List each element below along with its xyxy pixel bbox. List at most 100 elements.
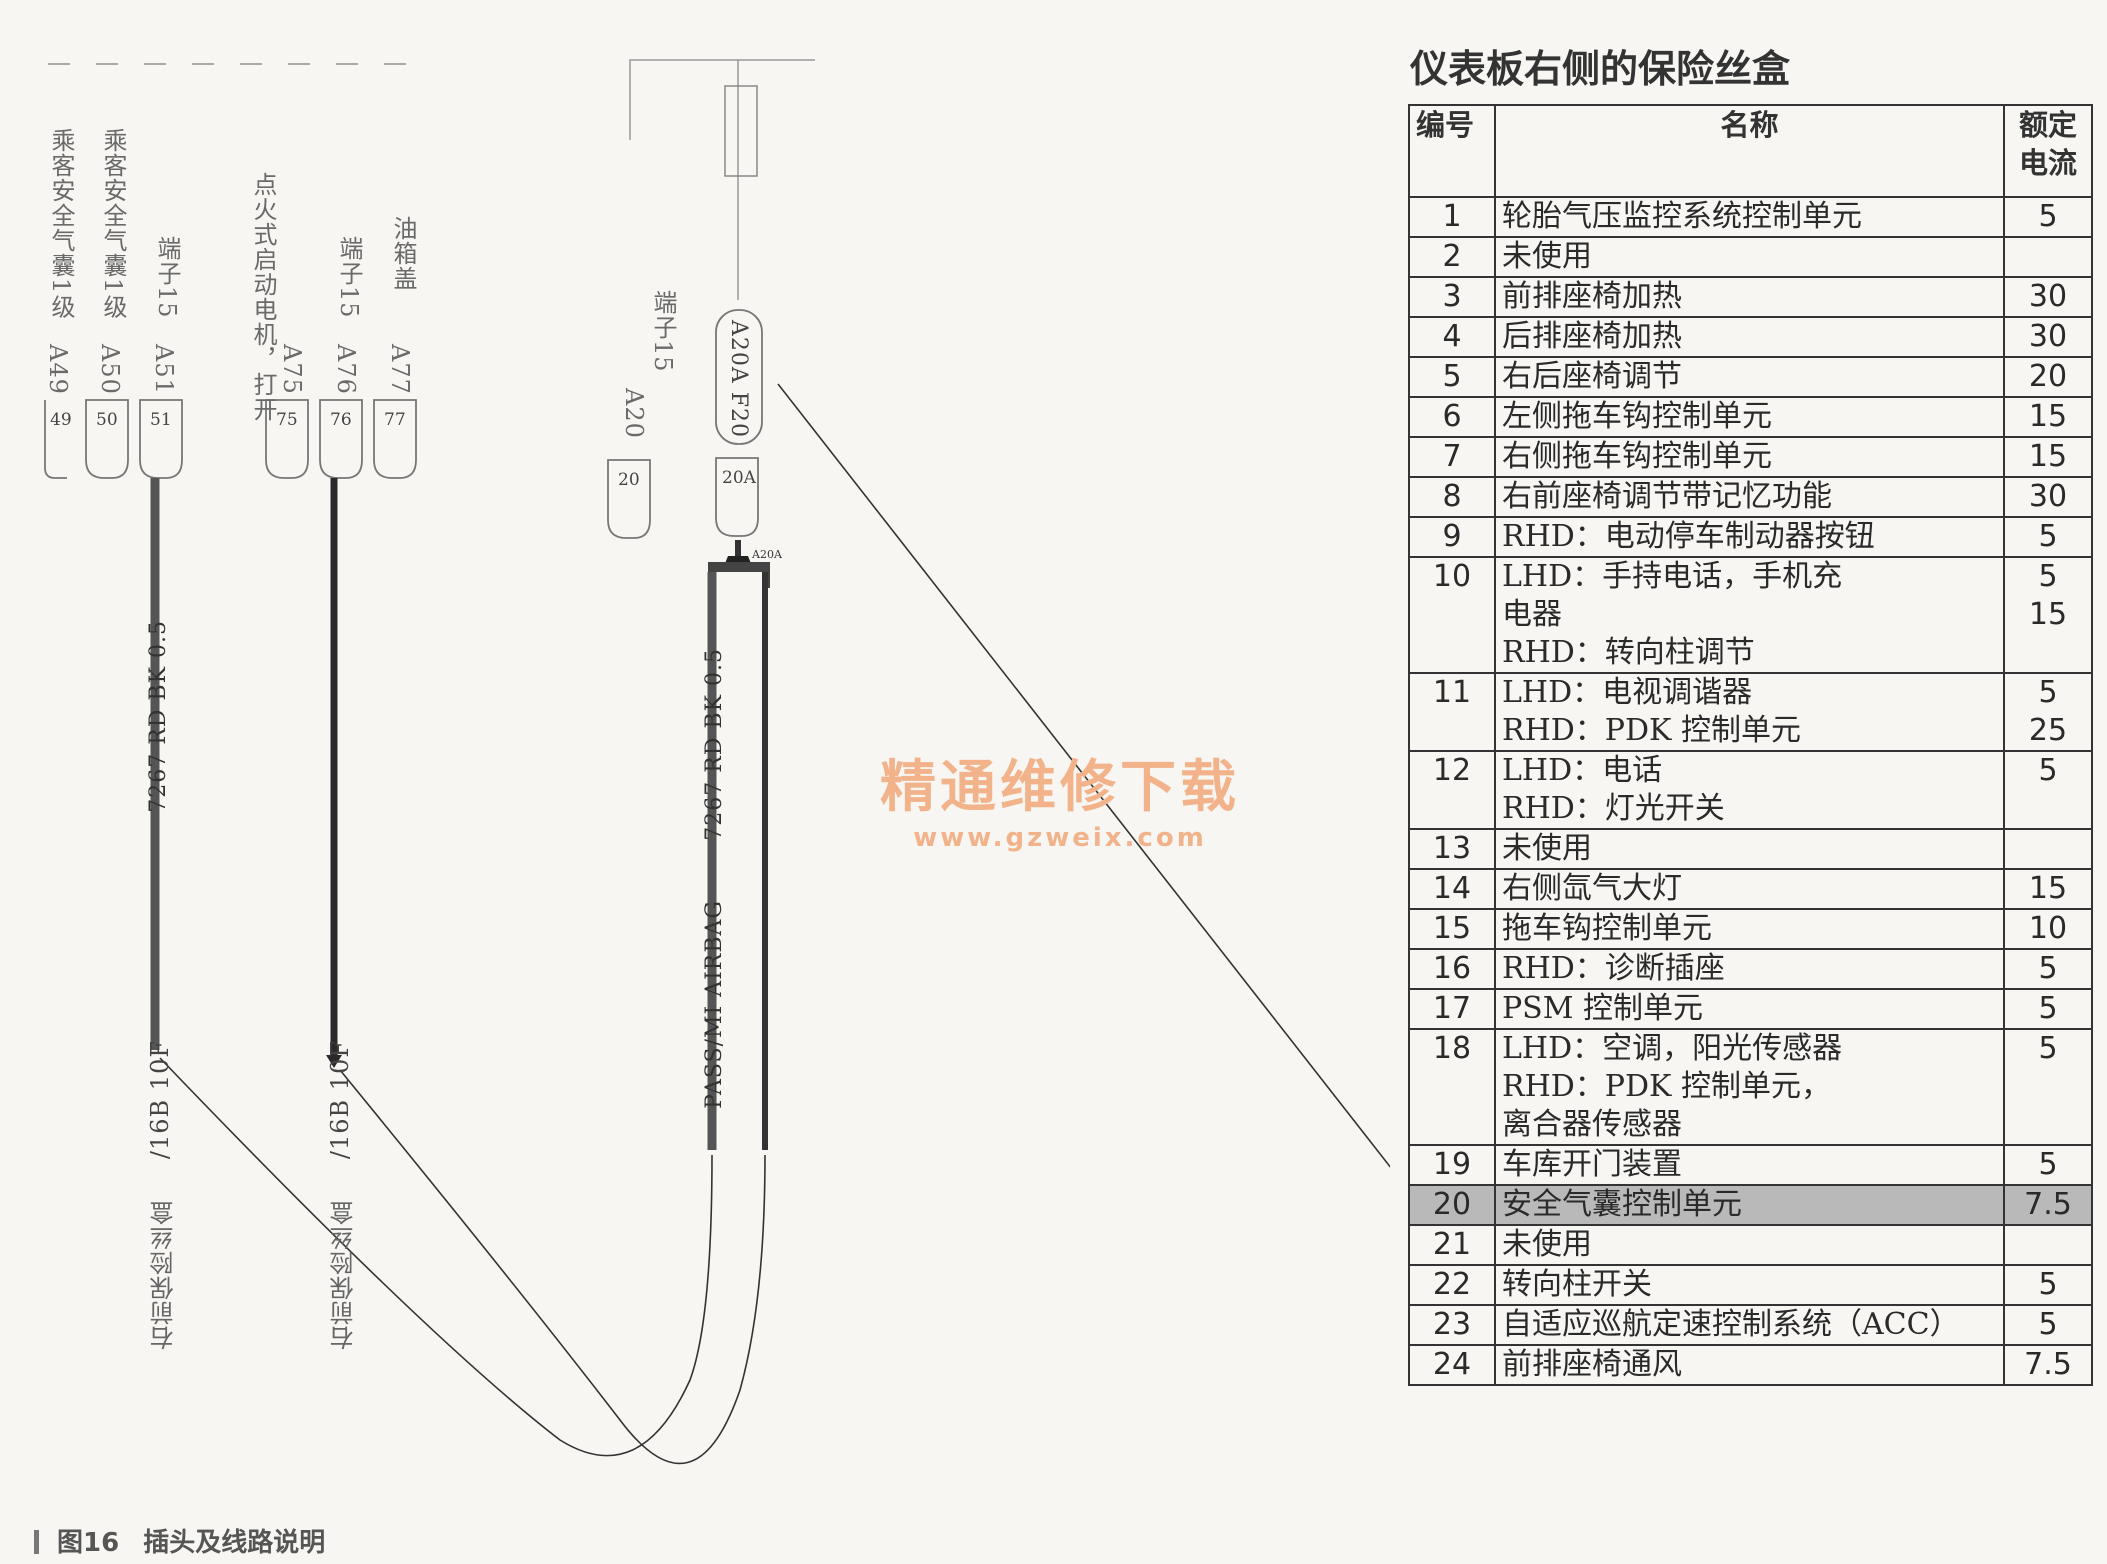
- fuse-current: 10: [2003, 908, 2093, 950]
- fuse-name-line: LHD：电话: [1502, 753, 1663, 788]
- label-a50-code: A50: [96, 344, 124, 395]
- fuse-name-line: 转向柱开关: [1502, 1267, 1652, 1302]
- fuse-name: 自适应巡航定速控制系统（ACC）: [1494, 1304, 2005, 1346]
- fuse-name-line: PSM 控制单元: [1502, 991, 1703, 1026]
- fuse-current: 5: [2003, 1144, 2093, 1186]
- fuse-number: 18: [1408, 1028, 1496, 1146]
- pin-socket-a20: [607, 459, 651, 539]
- fuse-name: 后排座椅加热: [1494, 316, 2005, 358]
- fuse-number: 22: [1408, 1264, 1496, 1306]
- callout-line: [777, 383, 1390, 1168]
- wire-a76-arrow: [326, 1055, 342, 1068]
- fuse-current: 5: [2003, 1028, 2093, 1146]
- fuse-symbol: [724, 85, 758, 177]
- fuse-name-line: 前排座椅加热: [1502, 279, 1682, 314]
- fuse-number: 16: [1408, 948, 1496, 990]
- fuse-terminal-label: 端子15: [649, 290, 677, 373]
- fuse-name: 左侧拖车钩控制单元: [1494, 396, 2005, 438]
- label-a51-desc: 端子15: [153, 236, 181, 319]
- pin-socket-77: [373, 399, 417, 479]
- connector-label-2: /16B 10F: [326, 1040, 354, 1160]
- fuse-f20-label: A20A F20: [726, 320, 751, 439]
- fuse-name-line: 轮胎气压监控系统控制单元: [1502, 199, 1862, 234]
- fuse-name-line: 自适应巡航定速控制系统（ACC）: [1502, 1307, 1960, 1342]
- fuse-name-line: 安全气囊控制单元: [1502, 1187, 1742, 1222]
- fuse-name-line: 前排座椅通风: [1502, 1347, 1682, 1382]
- table-header-row: 编号 名称 额定 电流: [1408, 104, 2093, 198]
- fuse-name: 未使用: [1494, 1224, 2005, 1266]
- pin-socket-51: [139, 399, 183, 479]
- wire-a51-label: 7267 RD BK 0.5: [146, 620, 171, 813]
- fuse-name-line: 右后座椅调节: [1502, 359, 1682, 394]
- fuse-current-line: 7.5: [2024, 1347, 2072, 1382]
- fuse-current-line: 5: [2038, 199, 2058, 234]
- fuse-number: 2: [1408, 236, 1496, 278]
- fuse-name-line: 未使用: [1502, 831, 1592, 866]
- fuse-name-line: 右前座椅调节带记忆功能: [1502, 479, 1832, 514]
- box-label-2: 右前保险丝盒: [330, 1200, 358, 1350]
- label-a76-code: A76: [332, 344, 360, 395]
- fuse-current-line: 5: [2038, 1031, 2058, 1066]
- fuse-name-line: LHD：手持电话，手机充: [1502, 559, 1843, 594]
- fuse-name: 右侧氙气大灯: [1494, 868, 2005, 910]
- fuse-current: 5: [2003, 988, 2093, 1030]
- fuse-number: 20: [1408, 1184, 1496, 1226]
- fuse-name-line: 电器: [1502, 597, 1562, 632]
- fuse-name-line: 后排座椅加热: [1502, 319, 1682, 354]
- fuse-name: 右侧拖车钩控制单元: [1494, 436, 2005, 478]
- caption-number: 图16: [57, 1528, 120, 1558]
- header-current-line1: 额定: [2018, 108, 2077, 142]
- fuse-current-line: 15: [2028, 871, 2068, 906]
- fuse-number: 19: [1408, 1144, 1496, 1186]
- fuse-current: [2003, 1224, 2093, 1266]
- fuse-current-line: 5: [2038, 951, 2058, 986]
- frame-line: [629, 59, 815, 140]
- label-a77-code: A77: [386, 344, 414, 395]
- fuse-current-line: 5: [2038, 991, 2058, 1026]
- box-label-1: 右前保险丝盒: [150, 1200, 178, 1350]
- fuse-name-line: 左侧拖车钩控制单元: [1502, 399, 1772, 434]
- fuse-number: 11: [1408, 672, 1496, 752]
- label-a49-desc: 乘客安全气囊1级: [47, 128, 75, 320]
- wire-airbag-name-label: PASS/MI AIRBAG: [702, 900, 727, 1109]
- watermark-url: www.gzweix.com: [913, 823, 1207, 853]
- fuse-number: 13: [1408, 828, 1496, 870]
- fuse-name-line: 拖车钩控制单元: [1502, 911, 1712, 946]
- fuse-name-line: RHD：电动停车制动器按钮: [1502, 519, 1875, 554]
- fuse-name-line: RHD：灯光开关: [1502, 791, 1725, 826]
- route-line-1: [159, 1057, 713, 1457]
- fuse-number: 17: [1408, 988, 1496, 1030]
- fuse-current: 30: [2003, 276, 2093, 318]
- pin-socket-76: [319, 399, 363, 479]
- fuse-number: 1: [1408, 196, 1496, 238]
- label-a76-desc: 端子15: [335, 236, 363, 319]
- fuse-name: PSM 控制单元: [1494, 988, 2005, 1030]
- fuse-current: 30: [2003, 316, 2093, 358]
- fuse-name-line: RHD：诊断插座: [1502, 951, 1725, 986]
- fuse-current-line: 15: [2028, 399, 2068, 434]
- header-current: 额定 电流: [2003, 104, 2093, 198]
- fuse-current-line: 5: [2038, 519, 2058, 554]
- fuse-current-line: 5: [2038, 559, 2058, 594]
- label-a50-desc: 乘客安全气囊1级: [99, 128, 127, 320]
- fuse-number: 5: [1408, 356, 1496, 398]
- fuse-a20-label: A20: [620, 388, 648, 439]
